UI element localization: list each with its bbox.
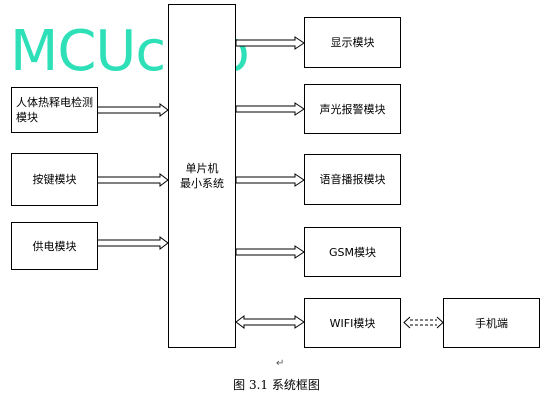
arrow-mcu-to-gsm <box>235 245 305 259</box>
power-label: 供电模块 <box>32 239 77 253</box>
wifi-label: WIFI模块 <box>329 316 376 330</box>
keys-block: 按键模块 <box>11 153 98 206</box>
gsm-label: GSM模块 <box>329 245 376 259</box>
mcu-label: 单片机 最小系统 <box>180 162 224 190</box>
voice-block: 语音播报模块 <box>304 154 401 205</box>
alarm-block: 声光报警模块 <box>304 84 401 134</box>
arrow-power-to-mcu <box>96 236 169 250</box>
arrow-mcu-to-alarm <box>235 102 305 116</box>
arrow-mcu-wifi-bidirectional <box>235 315 305 329</box>
arrow-wifi-phone-dashed <box>403 316 444 329</box>
voice-label: 语音播报模块 <box>319 173 386 186</box>
paragraph-mark: ↵ <box>276 358 285 369</box>
arrow-mcu-to-display <box>235 36 305 50</box>
arrow-keys-to-mcu <box>96 173 169 187</box>
gsm-block: GSM模块 <box>304 227 401 277</box>
phone-label: 手机端 <box>475 316 508 330</box>
power-block: 供电模块 <box>11 222 98 270</box>
display-block: 显示模块 <box>304 17 401 68</box>
keys-label: 按键模块 <box>32 173 77 186</box>
display-label: 显示模块 <box>330 36 375 49</box>
pir-sensor-block: 人体热释电检测 模块 <box>11 87 98 133</box>
figure-caption: 图 3.1 系统框图 <box>233 378 320 392</box>
mcu-minimum-system-block: 单片机 最小系统 <box>168 4 236 348</box>
pir-sensor-label: 人体热释电检测 模块 <box>16 96 93 124</box>
arrow-sensor-to-mcu <box>96 103 169 117</box>
arrow-mcu-to-voice <box>235 173 305 187</box>
wifi-block: WIFI模块 <box>304 298 401 348</box>
phone-block: 手机端 <box>443 298 540 348</box>
alarm-label: 声光报警模块 <box>319 102 386 116</box>
